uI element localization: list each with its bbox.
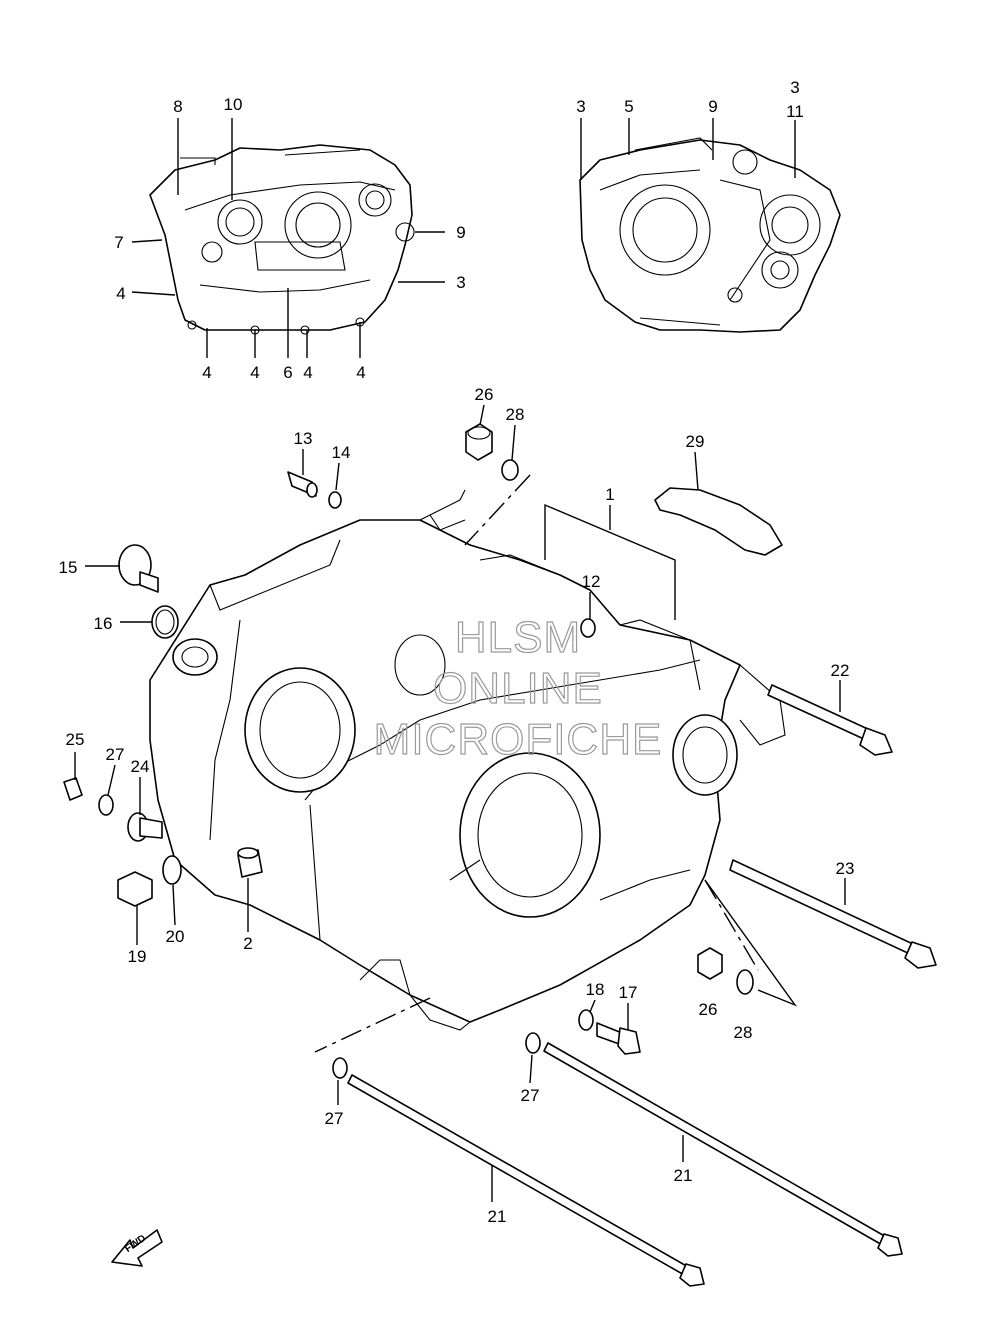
callout-21: 21 (488, 1207, 507, 1226)
callout-11: 11 (786, 102, 804, 121)
callout-25: 25 (66, 730, 85, 749)
callout-27: 27 (521, 1086, 540, 1105)
callout-12: 12 (582, 572, 601, 591)
callout-22: 22 (831, 661, 850, 680)
callout-1: 1 (605, 485, 614, 504)
watermark-line-3: MICROFICHE (374, 715, 663, 764)
callout-4: 4 (202, 363, 211, 382)
callout-9: 9 (708, 97, 717, 116)
callout-16: 16 (94, 614, 113, 633)
callout-7: 7 (114, 233, 123, 252)
callout-9: 9 (456, 223, 465, 242)
callout-28: 28 (506, 405, 525, 424)
leader-lines (74, 118, 846, 1202)
callout-8: 8 (173, 97, 182, 116)
right-crankcase-half-drawing (579, 137, 841, 333)
loose-parts-drawing (63, 423, 937, 1287)
callout-labels: 8 10 7 4 9 3 4 4 6 4 4 3 5 9 3 11 13 14 … (59, 78, 855, 1255)
callout-27: 27 (106, 745, 125, 764)
callout-5: 5 (624, 97, 633, 116)
callout-4: 4 (250, 363, 259, 382)
callout-15: 15 (59, 558, 78, 577)
callout-14: 14 (332, 443, 351, 462)
callout-24: 24 (131, 757, 150, 776)
callout-10: 10 (224, 95, 243, 114)
watermark-line-2: ONLINE (433, 664, 603, 713)
callout-3: 3 (456, 273, 465, 292)
left-crankcase-half-drawing (149, 144, 415, 335)
callout-27: 27 (325, 1109, 344, 1128)
callout-6: 6 (283, 363, 292, 382)
callout-3: 3 (790, 78, 799, 97)
callout-19: 19 (128, 947, 147, 966)
callout-18: 18 (586, 980, 605, 999)
watermark-line-1: HLSM (455, 613, 581, 662)
callout-13: 13 (294, 429, 313, 448)
callout-21: 21 (674, 1166, 693, 1185)
callout-29: 29 (686, 432, 705, 451)
fwd-arrow (111, 1229, 163, 1267)
callout-4: 4 (303, 363, 312, 382)
callout-3: 3 (576, 97, 585, 116)
callout-4: 4 (116, 284, 125, 303)
callout-17: 17 (619, 983, 638, 1002)
callout-23: 23 (836, 859, 855, 878)
callout-4: 4 (356, 363, 365, 382)
callout-2: 2 (243, 934, 252, 953)
callout-26: 26 (699, 1000, 718, 1019)
callout-26: 26 (475, 385, 494, 404)
watermark: HLSM ONLINE MICROFICHE (373, 612, 663, 764)
callout-28: 28 (734, 1023, 753, 1042)
callout-20: 20 (166, 927, 185, 946)
crankcase-assembly-drawing (149, 489, 786, 1031)
